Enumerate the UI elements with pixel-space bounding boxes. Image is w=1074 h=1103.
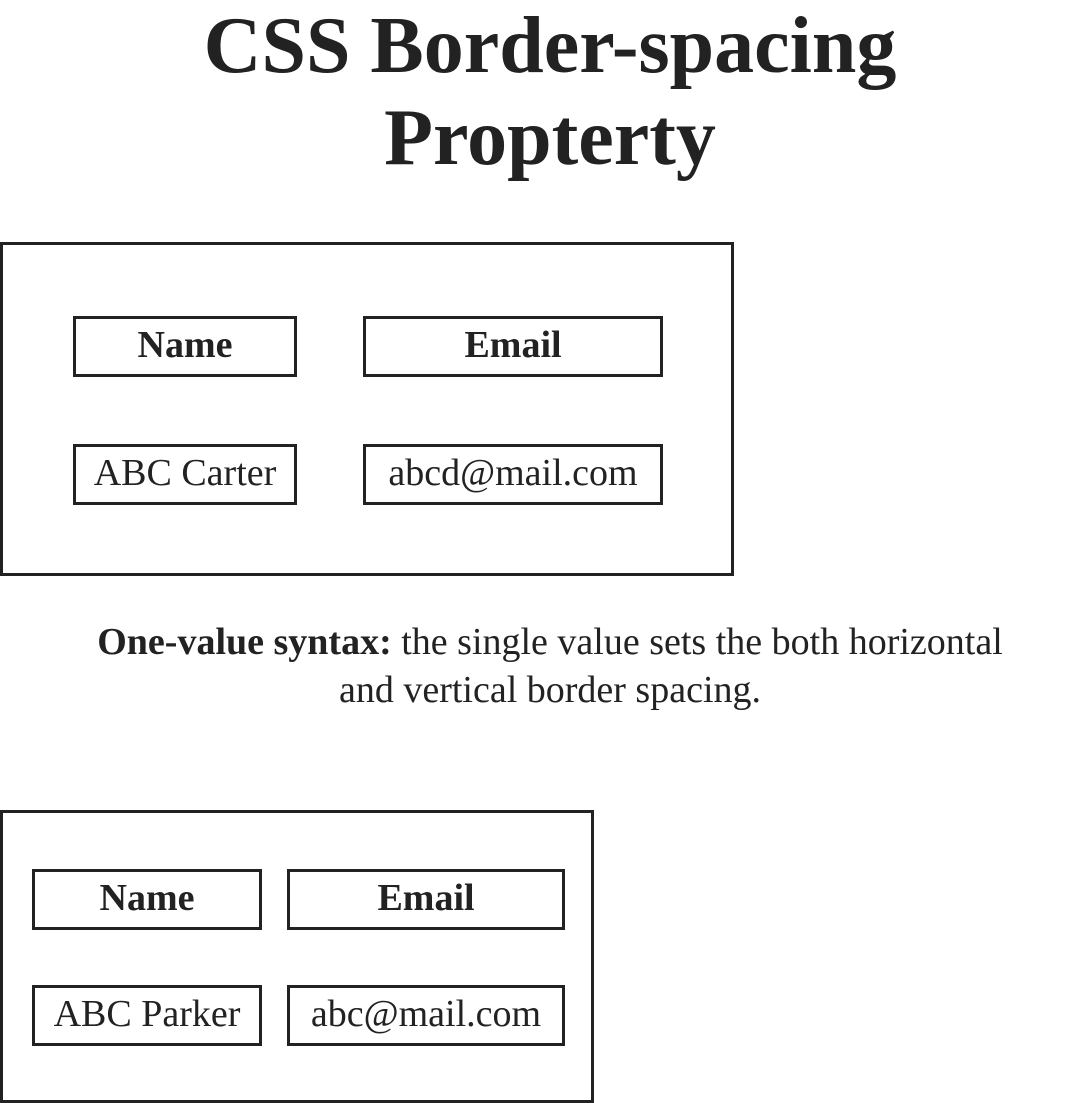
description-label: One-value syntax: bbox=[97, 621, 392, 663]
table2-header-name: Name bbox=[32, 869, 262, 930]
table2-cell-name: ABC Parker bbox=[32, 985, 262, 1046]
border-spacing-table-1: Name Email ABC Carter abcd@mail.com bbox=[0, 242, 734, 576]
table2-header-email: Email bbox=[287, 869, 565, 930]
one-value-syntax-description: One-value syntax: the single value sets … bbox=[0, 618, 1074, 714]
table1-header-name: Name bbox=[73, 316, 297, 377]
page-title-line-1: CSS Border-spacing bbox=[203, 2, 897, 90]
table1-header-email: Email bbox=[363, 316, 663, 377]
page-title: CSS Border-spacing Propterty bbox=[0, 0, 1074, 184]
table2-cell-email: abc@mail.com bbox=[287, 985, 565, 1046]
description-text-line-1: the single value sets the both horizonta… bbox=[391, 621, 1003, 663]
table1-cell-email: abcd@mail.com bbox=[363, 444, 663, 505]
description-text-line-2: and vertical border spacing. bbox=[338, 669, 762, 711]
table1-cell-name: ABC Carter bbox=[73, 444, 297, 505]
page-title-line-2: Propterty bbox=[384, 94, 716, 182]
border-spacing-table-2: Name Email ABC Parker abc@mail.com bbox=[0, 810, 594, 1103]
